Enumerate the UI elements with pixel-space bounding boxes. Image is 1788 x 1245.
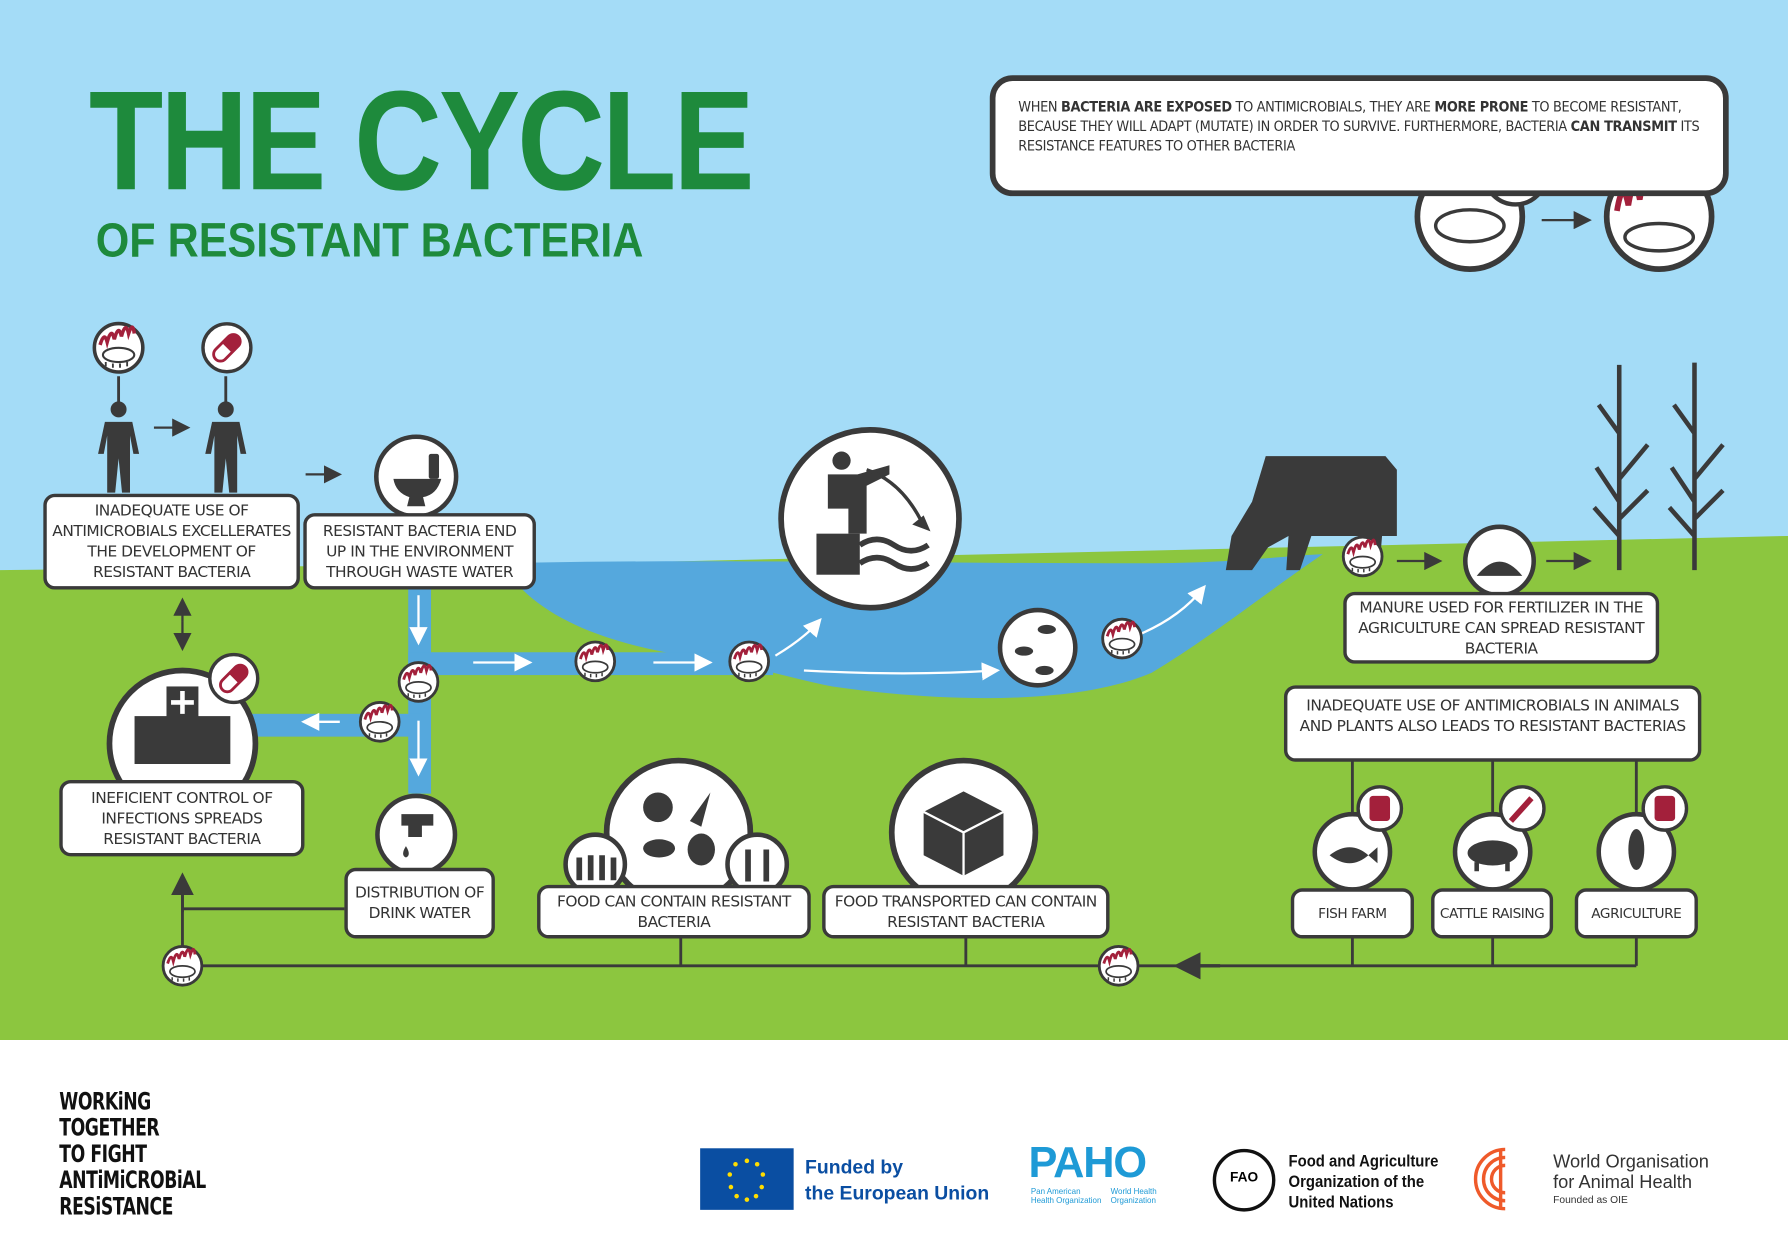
page-title: THE CYCLE	[88, 62, 755, 221]
fao-logo	[1212, 1148, 1276, 1212]
cow-icon	[1225, 456, 1397, 571]
info-box: WHEN BACTERIA ARE EXPOSED TO ANTIMICROBI…	[989, 75, 1729, 197]
campaign-line: TO FIGHT	[59, 1140, 147, 1168]
fishing-icon	[778, 427, 962, 611]
woah-line: World Organisation	[1553, 1152, 1709, 1173]
woah-line: for Animal Health	[1553, 1173, 1693, 1193]
feed-bag-icons	[1356, 785, 1689, 832]
step-manure: MANURE USED FOR FERTILIZER IN THE AGRICU…	[1343, 591, 1660, 664]
package-icon	[888, 757, 1039, 908]
paho-logo: PAHO	[1028, 1139, 1148, 1188]
corn-icon	[1592, 362, 1725, 571]
paho-sub: Pan American Health Organization World H…	[1031, 1188, 1186, 1206]
fao-text: Food and Agriculture Organization of the…	[1289, 1152, 1439, 1214]
campaign-line: WORKiNG	[59, 1087, 151, 1116]
flow-arrows	[301, 584, 1206, 777]
campaign-logo: WORKiNG TOGETHER TO FIGHT ANTiMiCROBiAL …	[59, 1087, 206, 1221]
eu-stars	[727, 1158, 766, 1202]
step-animals-plants: INADEQUATE USE OF ANTIMICROBIALS IN ANIM…	[1283, 685, 1702, 762]
label-fish-farm: FISH FARM	[1290, 888, 1414, 939]
step-drink-water: DISTRIBUTION OF DRINK WATER	[344, 867, 495, 939]
info-text-segment: WHEN	[1018, 98, 1062, 116]
woah-text: World Organisation for Animal Health Fou…	[1553, 1153, 1709, 1207]
fao-line: United Nations	[1288, 1193, 1394, 1213]
step-food-transport: FOOD TRANSPORTED CAN CONTAIN RESISTANT B…	[822, 884, 1110, 939]
paho-sub2: World Health Organization	[1110, 1188, 1157, 1206]
label-agriculture: AGRICULTURE	[1574, 888, 1698, 939]
campaign-line: ANTiMiCROBiAL	[59, 1166, 206, 1194]
step-infection-control: INEFICIENT CONTROL OF INFECTIONS SPREADS…	[59, 779, 305, 857]
eu-funding-text: Funded by the European Union	[805, 1154, 989, 1206]
label-cattle-raising: CATTLE RAISING	[1431, 888, 1554, 939]
step-inadequate-use: INADEQUATE USE OF ANTIMICROBIALS EXCELLE…	[43, 493, 300, 590]
info-text-segment: CAN TRANSMIT	[1570, 117, 1677, 135]
fao-line: Food and Agriculture	[1288, 1152, 1439, 1172]
cycle-lines	[117, 376, 1638, 968]
manure-icon	[1463, 524, 1536, 598]
pig-icon	[1452, 811, 1533, 892]
info-text-segment: BACTERIA ARE EXPOSED	[1061, 98, 1232, 116]
eu-line: the European Union	[805, 1182, 990, 1205]
step-waste-water: RESISTANT BACTERIA END UP IN THE ENVIRON…	[303, 513, 536, 590]
campaign-line: TOGETHER	[59, 1114, 160, 1142]
fao-letters: FAO	[1229, 1168, 1259, 1185]
step-food-contain: FOOD CAN CONTAIN RESISTANT BACTERIA	[537, 884, 811, 939]
eu-line: Funded by	[805, 1156, 904, 1178]
fao-line: Organization of the	[1288, 1173, 1425, 1192]
woah-logo	[1473, 1147, 1506, 1211]
toilet-icon	[374, 434, 459, 519]
campaign-line: RESiSTANCE	[59, 1192, 173, 1221]
info-text: WHEN BACTERIA ARE EXPOSED TO ANTIMICROBI…	[1018, 98, 1699, 154]
water	[501, 554, 1323, 699]
fish-in-water-icon	[997, 607, 1078, 688]
info-text-segment: ITS RESISTANCE FEATURES TO OTHER BACTERI…	[1018, 117, 1700, 154]
person-icons	[98, 401, 247, 493]
info-text-segment: TO BECOME RESISTANT, BECAUSE THEY WILL A…	[1018, 98, 1682, 135]
info-text-segment: TO ANTIMICROBIALS, THEY ARE	[1231, 98, 1435, 116]
page-subtitle: OF RESISTANT BACTERIA	[95, 213, 644, 267]
tap-icon	[375, 793, 458, 876]
woah-line: Founded as OIE	[1553, 1193, 1628, 1206]
paho-sub1: Pan American Health Organization	[1030, 1188, 1102, 1206]
info-text-segment: MORE PRONE	[1434, 98, 1529, 116]
